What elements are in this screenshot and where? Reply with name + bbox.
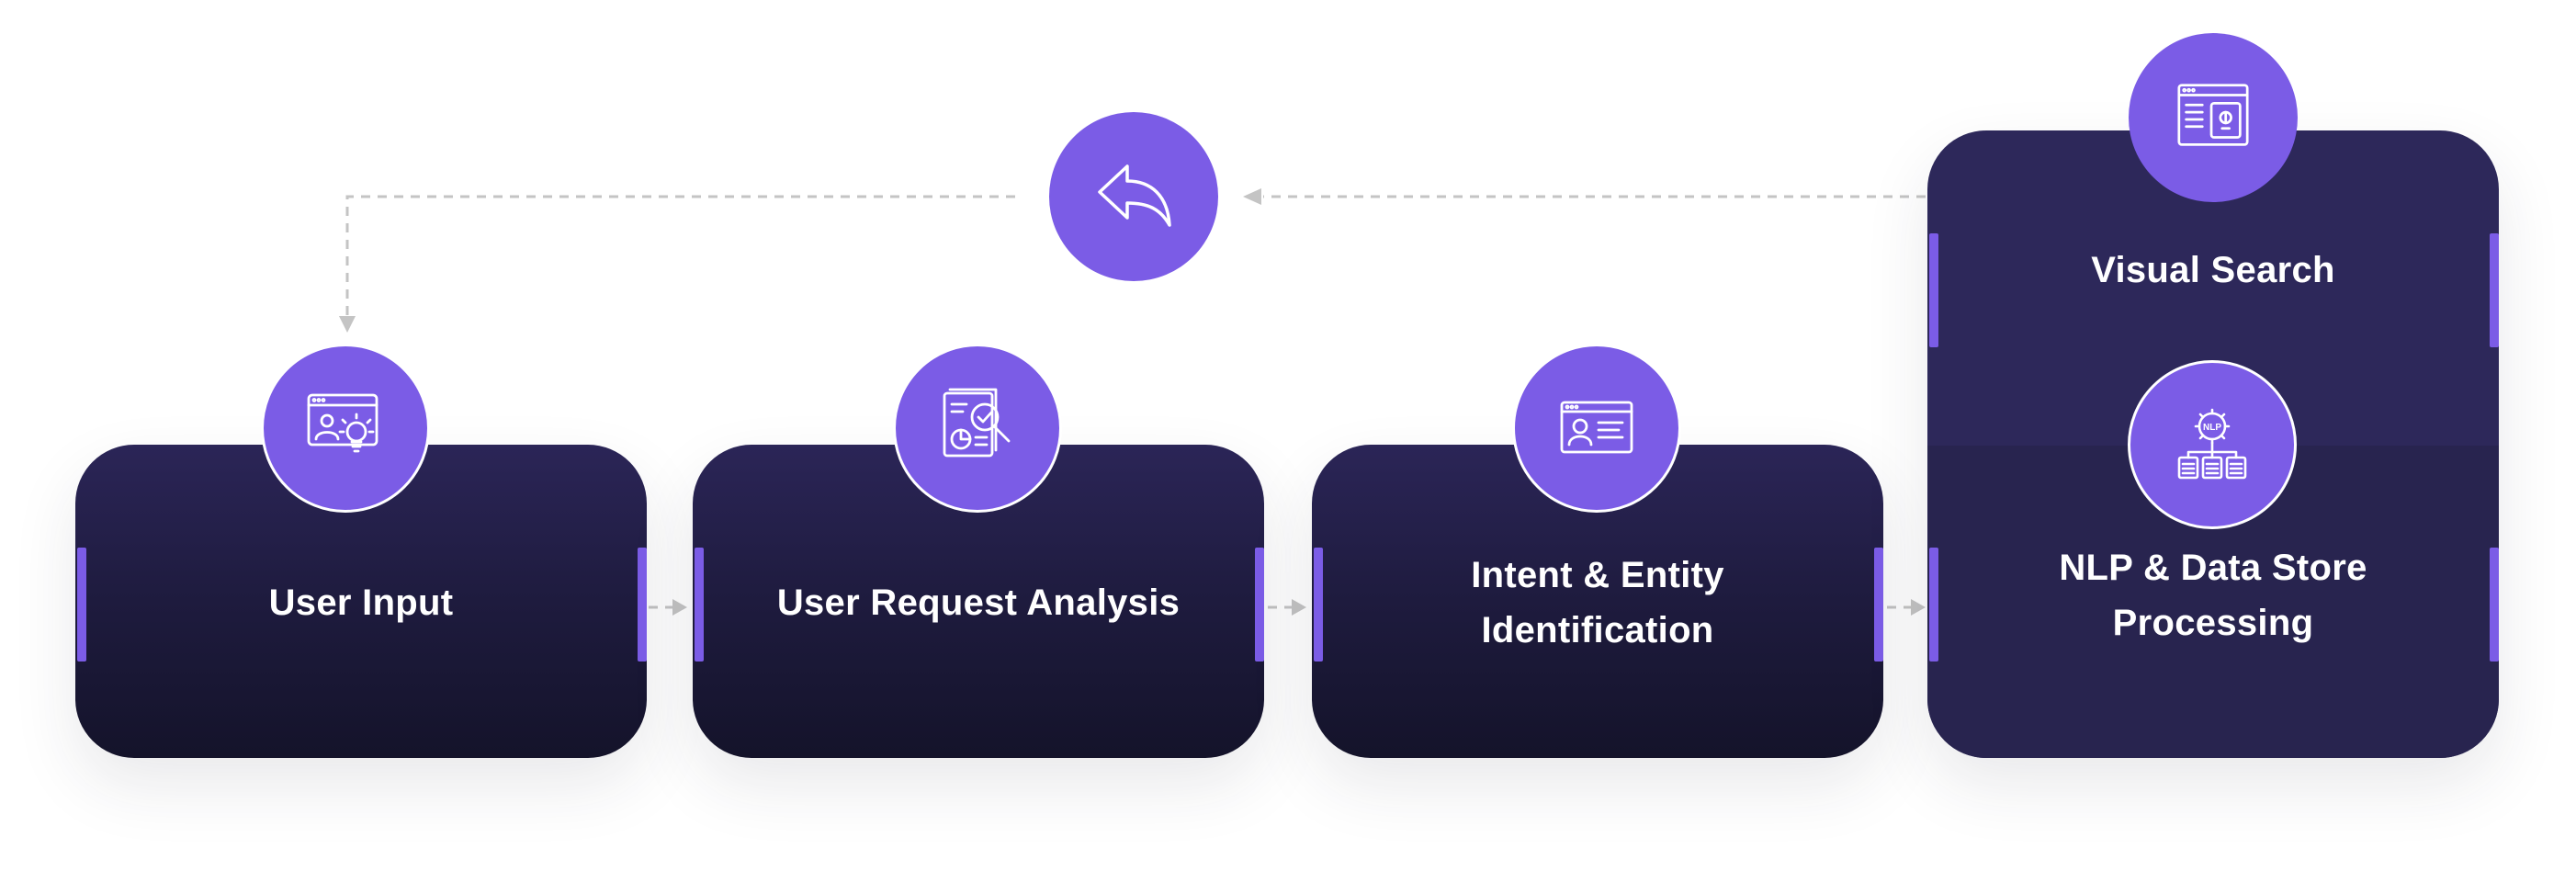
arrowhead-1-2 [672,599,687,616]
nlp-label-line-2: Processing [2112,603,2314,643]
visual-search-label: Visual Search [2091,250,2335,290]
arrowhead-2-3 [1292,599,1306,616]
feedback-connector-left [345,195,1015,322]
feedback-arrowhead-left [1243,188,1261,205]
nlp-data-store-icon: NLP [2170,402,2254,487]
card-1-right-tab [638,548,647,662]
reply-arrow-icon [1092,155,1175,238]
card-2-left-tab [695,548,704,662]
id-card-icon [1554,386,1639,470]
card-1-left-tab [77,548,86,662]
step-3-icon-circle [1512,344,1681,513]
visual-search-icon-circle [2129,33,2298,202]
step-label: User Input [268,582,454,623]
card-2-right-tab [1255,548,1264,662]
card-3-left-tab [1314,548,1323,662]
card-4-left-tab-upper [1929,233,1938,347]
document-analysis-icon [935,386,1020,470]
feedback-node [1049,112,1218,281]
step-2-icon-circle [893,344,1062,513]
nlp-label-line-1: NLP & Data Store [2059,548,2367,588]
feedback-arrowhead-down [339,316,356,333]
card-4-right-tab-lower [2490,548,2499,662]
user-screen-idea-icon [303,386,388,470]
svg-text:NLP: NLP [2203,423,2221,433]
arrowhead-3-4 [1911,599,1926,616]
card-3-right-tab [1874,548,1883,662]
card-4-left-tab-lower [1929,548,1938,662]
step-label: User Request Analysis [776,582,1181,623]
step-label-line-1: Intent & Entity [1471,555,1724,595]
card-4-right-tab-upper [2490,233,2499,347]
visual-search-icon [2172,76,2254,159]
step-1-icon-circle [261,344,430,513]
step-label-line-2: Identification [1481,610,1714,650]
nlp-icon-circle: NLP [2128,360,2297,529]
